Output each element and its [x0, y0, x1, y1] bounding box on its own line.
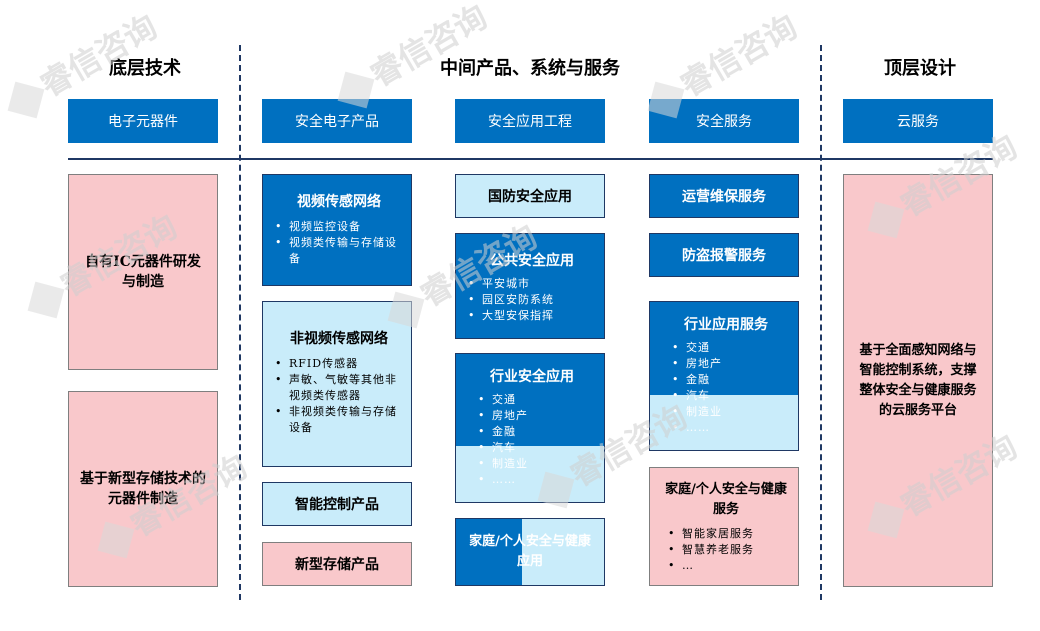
list-item: 声敏、气敏等其他非视频类传感器	[273, 372, 405, 404]
list-item: 房地产	[670, 356, 792, 372]
list-item: RFID传感器	[273, 356, 405, 372]
list-item: 制造业	[670, 404, 792, 420]
separator-right	[820, 45, 822, 600]
smart-control-products-box: 智能控制产品	[262, 482, 412, 526]
column-title-top: 顶层设计	[884, 58, 956, 79]
list-item: 园区安防系统	[466, 292, 598, 308]
list-item: ……	[476, 472, 598, 488]
list-item: 金融	[476, 424, 598, 440]
nonvideo-sensor-network-list: RFID传感器 声敏、气敏等其他非视频类传感器 非视频类传输与存储设备	[273, 356, 405, 436]
industry-service-title: 行业应用服务	[684, 317, 768, 333]
list-item: 交通	[476, 392, 598, 408]
industry-security-box: 行业安全应用 交通 房地产 金融 汽车 制造业 ……	[455, 353, 605, 503]
list-item: …	[666, 558, 792, 574]
smart-control-products-label: 智能控制产品	[295, 497, 379, 513]
cloud-platform-label: 基于全面感知网络与智能控制系统，支撑整体安全与健康服务的云服务平台	[859, 342, 977, 418]
list-item: 平安城市	[466, 276, 598, 292]
ic-component-label: 自有IC元器件研发与制造	[85, 254, 201, 290]
header-security-engineering: 安全应用工程	[455, 99, 605, 143]
public-security-list: 平安城市 园区安防系统 大型安保指挥	[466, 276, 598, 324]
header-electronic-components: 电子元器件	[68, 99, 218, 143]
list-item: 金融	[670, 372, 792, 388]
list-item: 视频监控设备	[273, 219, 405, 235]
list-item: 制造业	[476, 456, 598, 472]
header-divider	[68, 158, 993, 160]
watermark-logo-icon	[7, 81, 45, 119]
defense-security-box: 国防安全应用	[455, 174, 605, 218]
watermark-logo-icon	[27, 281, 65, 319]
column-title-bottom: 底层技术	[109, 58, 181, 79]
header-security-services: 安全服务	[649, 99, 799, 143]
nonvideo-sensor-network-title: 非视频传感网络	[290, 331, 388, 347]
burglar-alarm-box: 防盗报警服务	[649, 233, 799, 277]
list-item: ……	[670, 420, 792, 436]
watermark-text: 睿信咨询	[363, 0, 494, 95]
new-storage-products-label: 新型存储产品	[295, 557, 379, 573]
video-sensor-network-title: 视频传感网络	[297, 194, 381, 210]
watermark-text: 睿信咨询	[673, 7, 804, 105]
burglar-alarm-label: 防盗报警服务	[682, 248, 766, 264]
industry-security-list: 交通 房地产 金融 汽车 制造业 ……	[466, 392, 598, 488]
cloud-platform-box: 基于全面感知网络与智能控制系统，支撑整体安全与健康服务的云服务平台	[843, 174, 993, 587]
nonvideo-sensor-network-box: 非视频传感网络 RFID传感器 声敏、气敏等其他非视频类传感器 非视频类传输与存…	[262, 301, 412, 467]
family-health-service-list: 智能家居服务 智慧养老服务 …	[660, 526, 792, 574]
list-item: 非视频类传输与存储设备	[273, 404, 405, 436]
list-item: 房地产	[476, 408, 598, 424]
operation-maintenance-label: 运营维保服务	[682, 189, 766, 205]
header-cloud-services: 云服务	[843, 99, 993, 143]
family-health-service-title: 家庭/个人安全与健康服务	[665, 482, 787, 517]
family-health-application-box: 家庭/个人安全与健康应用	[455, 518, 605, 586]
industry-service-list: 交通 房地产 金融 汽车 制造业 ……	[660, 340, 792, 436]
storage-component-label: 基于新型存储技术的元器件制造	[80, 471, 206, 507]
new-storage-products-box: 新型存储产品	[262, 542, 412, 586]
industry-security-title: 行业安全应用	[490, 369, 574, 385]
separator-left	[239, 45, 241, 600]
column-title-middle: 中间产品、系统与服务	[440, 58, 620, 79]
operation-maintenance-box: 运营维保服务	[649, 174, 799, 218]
public-security-title: 公共安全应用	[490, 253, 574, 269]
list-item: 大型安保指挥	[466, 308, 598, 324]
industry-service-box: 行业应用服务 交通 房地产 金融 汽车 制造业 ……	[649, 301, 799, 451]
list-item: 视频类传输与存储设备	[273, 235, 405, 267]
video-sensor-network-box: 视频传感网络 视频监控设备 视频类传输与存储设备	[262, 174, 412, 286]
list-item: 交通	[670, 340, 792, 356]
list-item: 智能家居服务	[666, 526, 792, 542]
list-item: 汽车	[670, 388, 792, 404]
public-security-box: 公共安全应用 平安城市 园区安防系统 大型安保指挥	[455, 233, 605, 339]
family-health-application-label: 家庭/个人安全与健康应用	[469, 534, 591, 569]
header-security-electronic-products: 安全电子产品	[262, 99, 412, 143]
defense-security-label: 国防安全应用	[488, 189, 572, 205]
list-item: 智慧养老服务	[666, 542, 792, 558]
ic-component-box: 自有IC元器件研发与制造	[68, 174, 218, 370]
video-sensor-network-list: 视频监控设备 视频类传输与存储设备	[273, 219, 405, 267]
storage-component-box: 基于新型存储技术的元器件制造	[68, 391, 218, 587]
list-item: 汽车	[476, 440, 598, 456]
family-health-service-box: 家庭/个人安全与健康服务 智能家居服务 智慧养老服务 …	[649, 467, 799, 586]
